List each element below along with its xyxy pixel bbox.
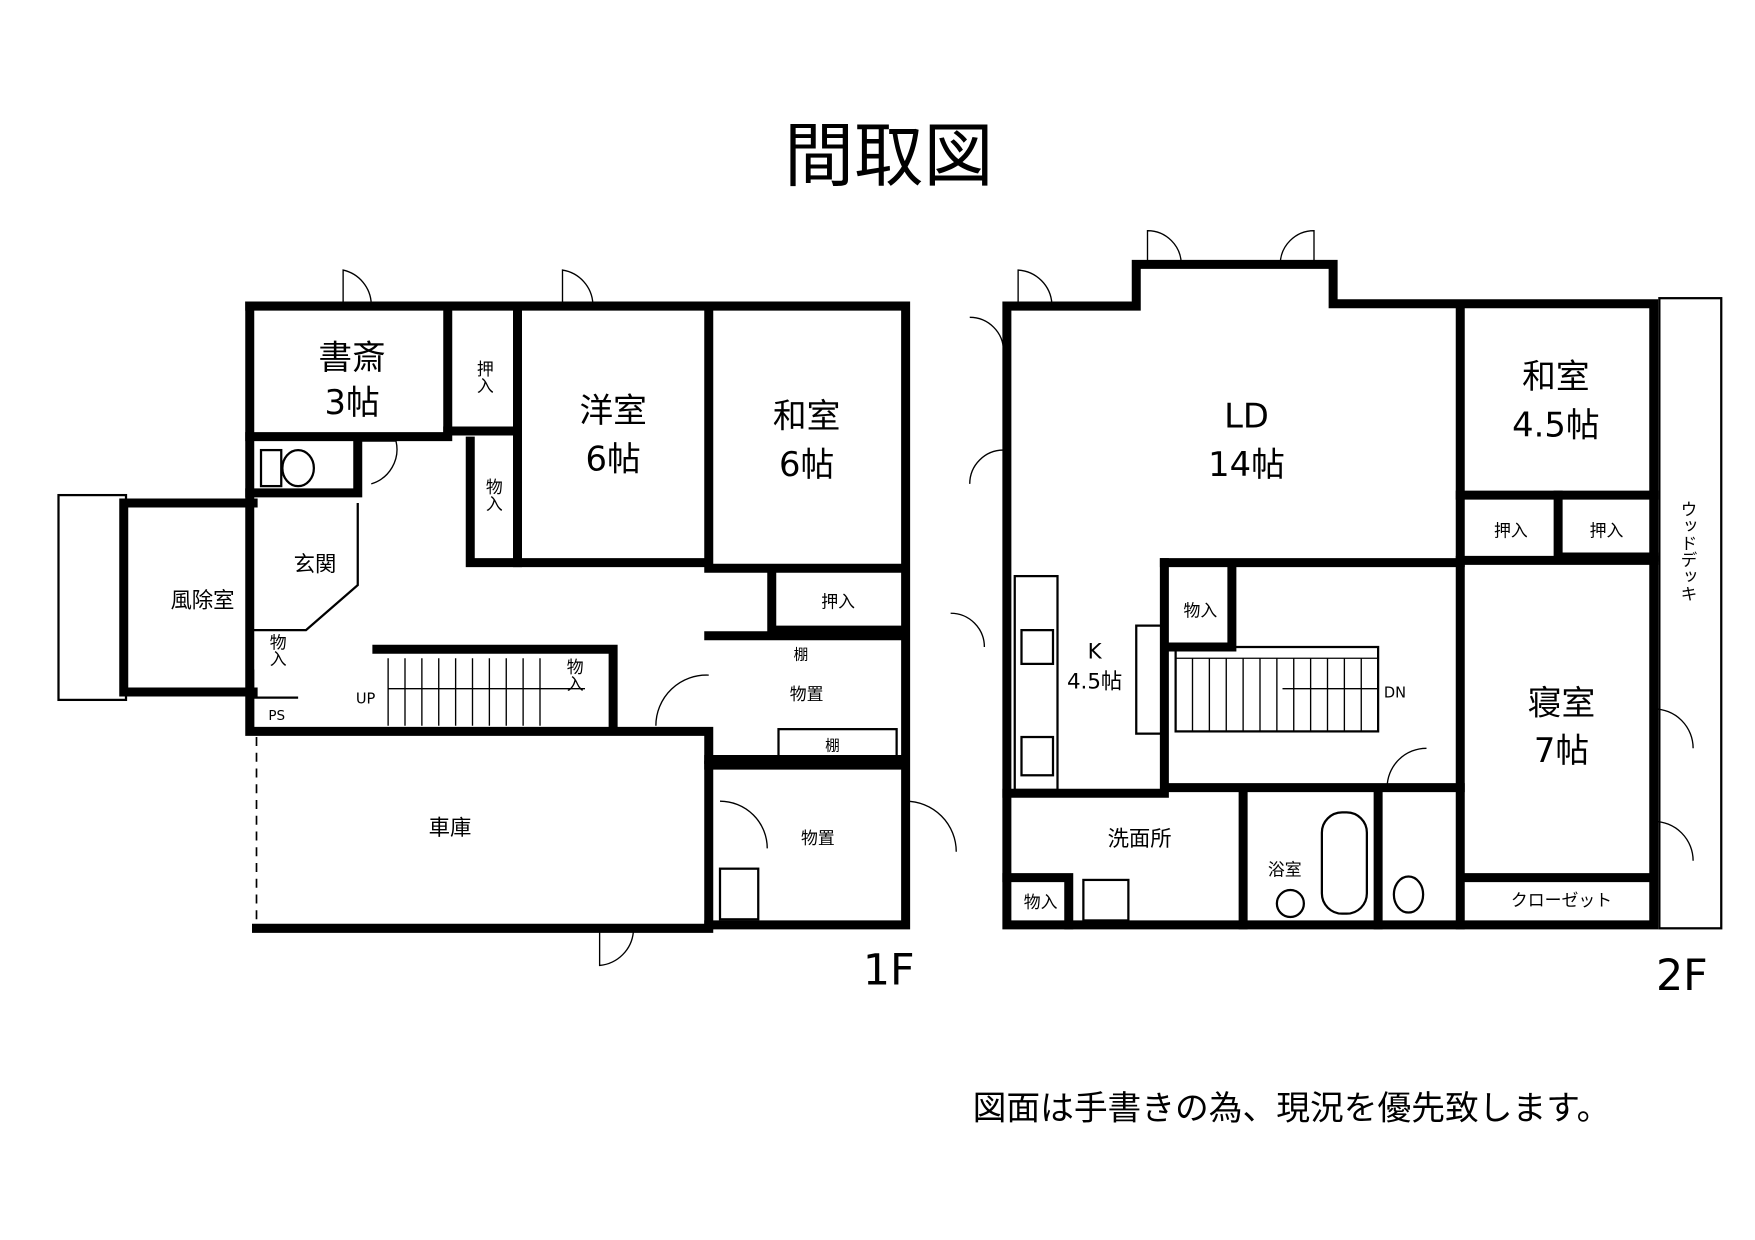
room-closet: クローゼット xyxy=(1511,890,1612,910)
floor-1: 書斎 3帖 押入 洋室 6帖 和室 6帖 物入 玄関 風除室 押入 物入 PS … xyxy=(57,269,957,996)
room-washitsu-2f: 和室 xyxy=(1522,357,1590,396)
stairs-2f xyxy=(1174,645,1380,733)
room-yoshitsu: 洋室 xyxy=(579,391,647,430)
room-oshiire-2f-b: 押入 xyxy=(1590,521,1624,541)
room-ps: PS xyxy=(268,708,285,724)
room-washitsu-1f-size: 6帖 xyxy=(779,445,834,484)
room-monooki-1: 物置 xyxy=(790,684,824,704)
room-wooddeck: ウッドデッキ xyxy=(1678,501,1698,602)
room-yokushitsu: 浴室 xyxy=(1268,859,1302,879)
room-monoire-1f-c: 物入 xyxy=(564,658,584,692)
room-senmenjo: 洗面所 xyxy=(1108,827,1172,852)
floor-label-1f: 1F xyxy=(863,946,915,996)
room-fujoshitsu: 風除室 xyxy=(170,589,234,614)
page-title: 間取図 xyxy=(784,116,993,197)
room-oshiire-2f-a: 押入 xyxy=(1494,521,1528,541)
disclaimer-note: 図面は手書きの為、現況を優先致します。 xyxy=(973,1089,1611,1128)
room-kitchen-size: 4.5帖 xyxy=(1067,670,1122,695)
room-kitchen: K xyxy=(1088,639,1103,664)
room-shinshitsu-size: 7帖 xyxy=(1534,731,1589,770)
floor-label-2f: 2F xyxy=(1656,951,1708,1001)
room-ld: LD xyxy=(1224,397,1269,436)
room-ld-size: 14帖 xyxy=(1208,445,1285,484)
room-monoire-1f-a: 物入 xyxy=(483,478,503,512)
room-yoshitsu-size: 6帖 xyxy=(586,439,641,478)
room-washitsu-2f-size: 4.5帖 xyxy=(1512,406,1599,445)
room-oshiire-1f-a: 押入 xyxy=(474,360,494,394)
room-monoire-2f-a: 物入 xyxy=(1184,601,1218,621)
shelf-label-1: 棚 xyxy=(794,646,809,663)
room-oshiire-1f-b: 押入 xyxy=(821,592,855,612)
room-monooki-2: 物置 xyxy=(801,828,835,848)
shelf-label-2: 棚 xyxy=(825,738,840,755)
room-shako: 車庫 xyxy=(429,816,472,841)
room-shosai: 書斎 xyxy=(318,338,386,377)
room-shosai-size: 3帖 xyxy=(325,383,380,422)
room-shinshitsu: 寝室 xyxy=(1528,684,1596,723)
room-monoire-1f-b: 物入 xyxy=(267,633,287,667)
room-washitsu-1f: 和室 xyxy=(773,397,841,436)
stairs-1f xyxy=(387,658,585,726)
stairs-down-label: DN xyxy=(1384,685,1406,702)
room-genkan: 玄関 xyxy=(294,553,337,578)
stairs-up-label: UP xyxy=(356,690,376,707)
floor-2: LD 14帖 和室 4.5帖 押入 押入 ウッドデッキ K 4.5帖 物入 DN… xyxy=(950,229,1723,1001)
room-monoire-2f-b: 物入 xyxy=(1024,892,1058,912)
